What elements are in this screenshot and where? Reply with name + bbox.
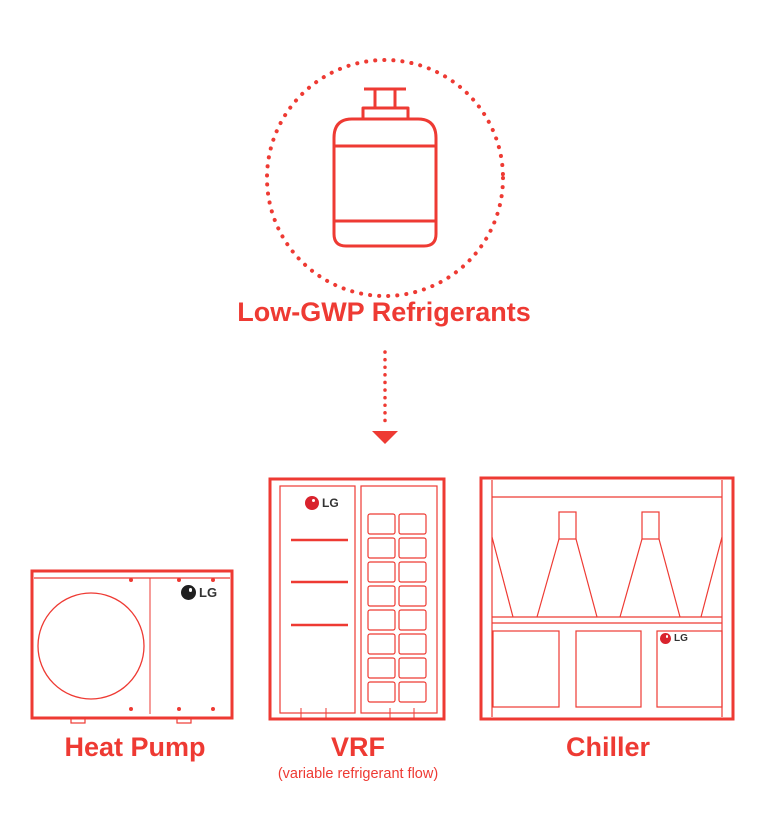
heat-pump-unit-icon [30, 569, 234, 724]
lg-logo-vrf: LG [305, 496, 339, 510]
arrow-down-icon [372, 431, 398, 444]
vrf-sublabel: (variable refrigerant flow) [277, 766, 439, 782]
chiller-unit-icon [479, 476, 735, 721]
chiller-label: Chiller [565, 732, 651, 762]
vrf-unit-icon [268, 477, 446, 721]
lg-logo-icon [660, 633, 671, 644]
refrigerant-cylinder-icon [332, 87, 438, 248]
vrf-grille [367, 513, 427, 703]
lg-logo-icon [305, 496, 319, 510]
brand-text: LG [199, 585, 218, 600]
heat-pump-label: Heat Pump [64, 732, 206, 762]
lg-logo-chiller: LG [660, 633, 688, 644]
lg-logo-icon [181, 585, 196, 600]
brand-text: LG [322, 496, 339, 510]
lg-logo-heat-pump: LG [181, 585, 217, 600]
brand-text: LG [674, 633, 688, 644]
dotted-ring [265, 58, 505, 298]
vrf-label: VRF [331, 732, 385, 762]
refrigerant-label: Low-GWP Refrigerants [237, 297, 531, 327]
